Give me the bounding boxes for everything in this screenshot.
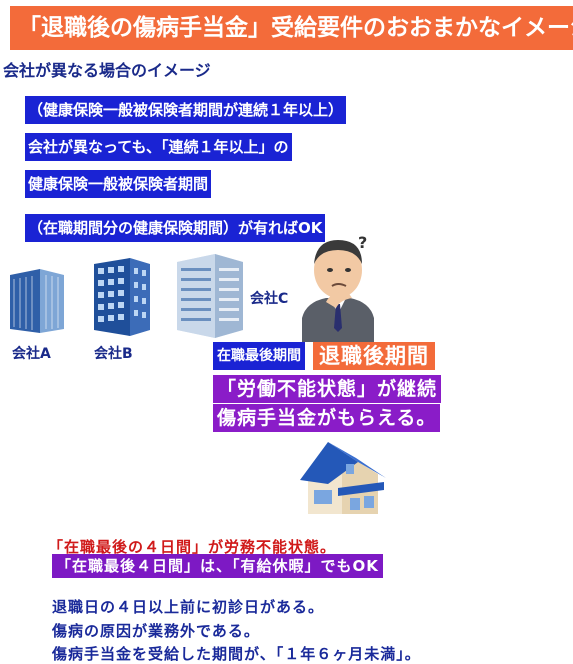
- company-b-label: 会社B: [94, 346, 133, 362]
- house-icon: [300, 442, 386, 514]
- paid-leave-note: 「在職最後４日間」は、「有給休暇」でもOK: [52, 554, 383, 578]
- company-a-label: 会社A: [12, 346, 51, 362]
- condition-line-1: （健康保険一般被保険者期間が連続１年以上）: [25, 96, 347, 124]
- benefit-line-2: 傷病手当金がもらえる。: [213, 404, 441, 432]
- company-c-label: 会社C: [250, 291, 289, 307]
- company-a-building-icon: [10, 269, 64, 333]
- requirement-2: 傷病の原因が業務外である。: [52, 622, 260, 640]
- subtitle: 会社が異なる場合のイメージ: [3, 61, 211, 80]
- condition-line-4: （在職期間分の健康保険期間）が有ればOK: [25, 214, 326, 242]
- benefit-line-1: 「労働不能状態」が継続: [213, 375, 442, 403]
- question-mark: ?: [358, 233, 368, 252]
- requirement-3: 傷病手当金を受給した期間が、「１年６ヶ月未満」。: [52, 645, 421, 663]
- last-employment-period-tag: 在職最後期間: [213, 342, 305, 370]
- condition-line-2: 会社が異なっても、「連続１年以上」の: [25, 133, 292, 161]
- thinking-man-icon: [302, 240, 374, 342]
- after-retirement-period-tag: 退職後期間: [313, 342, 435, 370]
- company-c-building-icon: [177, 254, 243, 338]
- company-b-building-icon: [94, 258, 150, 336]
- title-banner: 「退職後の傷病手当金」受給要件のおおまかなイメージ: [10, 6, 573, 50]
- condition-line-3: 健康保険一般被保険者期間: [25, 170, 212, 198]
- last-four-days-note: 「在職最後の４日間」が労務不能状態。: [48, 538, 337, 556]
- requirement-1: 退職日の４日以上前に初診日がある。: [52, 598, 325, 616]
